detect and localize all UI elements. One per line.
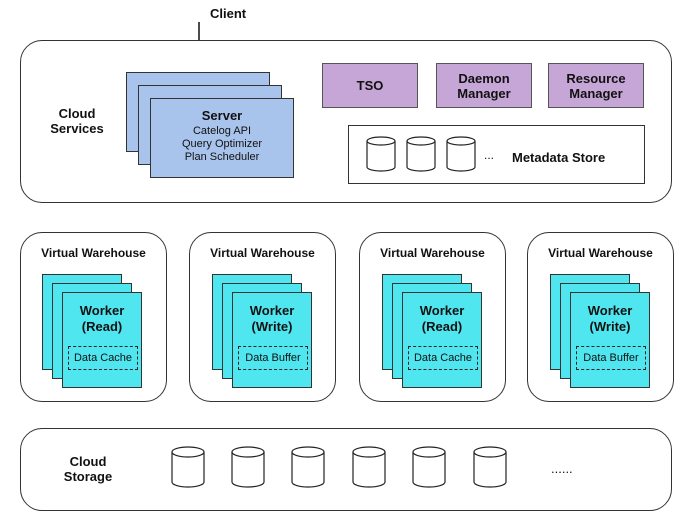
- tso-box: TSO: [322, 63, 418, 108]
- worker-1-line1: Worker: [79, 303, 125, 318]
- virtual-warehouse-4-title: Virtual Warehouse: [548, 246, 653, 260]
- virtual-warehouse-2-title: Virtual Warehouse: [210, 246, 315, 260]
- worker-3-line1: Worker: [419, 303, 465, 318]
- database-cylinder-icon: [366, 136, 396, 172]
- database-cylinder-icon: [412, 446, 446, 488]
- worker-2-line2: (Write): [251, 319, 293, 334]
- cloud-storage-ellipsis: ......: [551, 461, 573, 476]
- worker-4-inner: Data Buffer: [576, 346, 646, 370]
- database-cylinder-icon: [231, 446, 265, 488]
- resource-manager-line2: Manager: [569, 85, 623, 101]
- worker-4-line2: (Write): [589, 319, 631, 334]
- daemon-manager-box: Daemon Manager: [436, 63, 532, 108]
- cloud-services-label-line2: Services: [50, 121, 104, 136]
- cloud-storage-label-line1: Cloud: [69, 454, 107, 469]
- resource-manager-line1: Resource: [566, 70, 626, 86]
- database-cylinder-icon: [171, 446, 205, 488]
- database-cylinder-icon: [406, 136, 436, 172]
- worker-2-line1: Worker: [249, 303, 295, 318]
- database-cylinder-icon: [352, 446, 386, 488]
- server-line-scheduler: Plan Scheduler: [184, 151, 260, 163]
- database-cylinder-icon: [473, 446, 507, 488]
- worker-1-line2: (Read): [81, 319, 123, 334]
- database-cylinder-icon: [291, 446, 325, 488]
- metadata-store-box: [348, 125, 645, 184]
- cloud-storage-label-line2: Storage: [63, 469, 113, 484]
- server-line-optimizer: Query Optimizer: [181, 138, 263, 150]
- worker-3-inner: Data Cache: [408, 346, 478, 370]
- database-cylinder-icon: [446, 136, 476, 172]
- server-title: Server: [201, 108, 243, 123]
- worker-1-inner: Data Cache: [68, 346, 138, 370]
- virtual-warehouse-3-title: Virtual Warehouse: [380, 246, 485, 260]
- tso-label: TSO: [356, 78, 384, 93]
- server-card: Server Catelog API Query Optimizer Plan …: [150, 98, 294, 178]
- cloud-services-label-line1: Cloud: [58, 106, 96, 121]
- cloud-storage-panel: [20, 428, 672, 511]
- resource-manager-box: Resource Manager: [548, 63, 644, 108]
- cloud-storage-label: Cloud Storage: [48, 454, 128, 484]
- worker-4-line1: Worker: [587, 303, 633, 318]
- worker-1-card: Worker (Read) Data Cache: [62, 292, 142, 388]
- worker-3-card: Worker (Read) Data Cache: [402, 292, 482, 388]
- client-label: Client: [210, 6, 247, 21]
- metadata-ellipsis: ...: [484, 148, 495, 162]
- virtual-warehouse-1-title: Virtual Warehouse: [41, 246, 146, 260]
- daemon-manager-line1: Daemon: [458, 70, 510, 86]
- cloud-services-label: Cloud Services: [42, 106, 112, 136]
- metadata-store-label: Metadata Store: [512, 150, 606, 165]
- worker-3-line2: (Read): [421, 319, 463, 334]
- worker-4-card: Worker (Write) Data Buffer: [570, 292, 650, 388]
- worker-2-card: Worker (Write) Data Buffer: [232, 292, 312, 388]
- daemon-manager-line2: Manager: [457, 85, 511, 101]
- server-line-catalog: Catelog API: [192, 125, 252, 137]
- worker-2-inner: Data Buffer: [238, 346, 308, 370]
